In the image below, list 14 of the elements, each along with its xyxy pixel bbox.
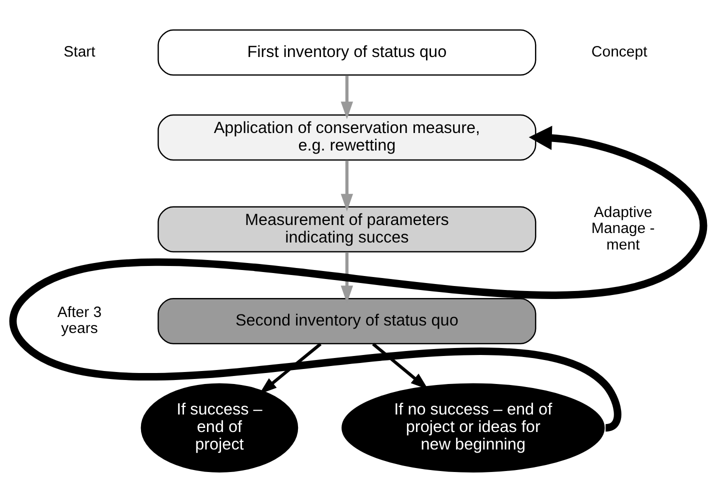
- node-box: Second inventory of status quo: [158, 298, 536, 344]
- node-box: Measurement of parameters indicating succes: [158, 206, 536, 252]
- arrow: [340, 160, 354, 212]
- arrow: [259, 342, 322, 394]
- arrow: [372, 342, 428, 390]
- label: Start: [64, 43, 96, 60]
- node-box: First inventory of status quo: [158, 29, 536, 76]
- arrow: [340, 75, 354, 120]
- node-ellipse: If success – end of project: [140, 383, 298, 472]
- label: After 3 years: [57, 304, 102, 338]
- node-box: Application of conservation measure, e.g. rewetting: [158, 114, 536, 161]
- label: Adaptive Manage - ment: [591, 204, 655, 254]
- node-ellipse: If no success – end of project or ideas for new beginning: [342, 383, 605, 472]
- label: Concept: [591, 43, 648, 60]
